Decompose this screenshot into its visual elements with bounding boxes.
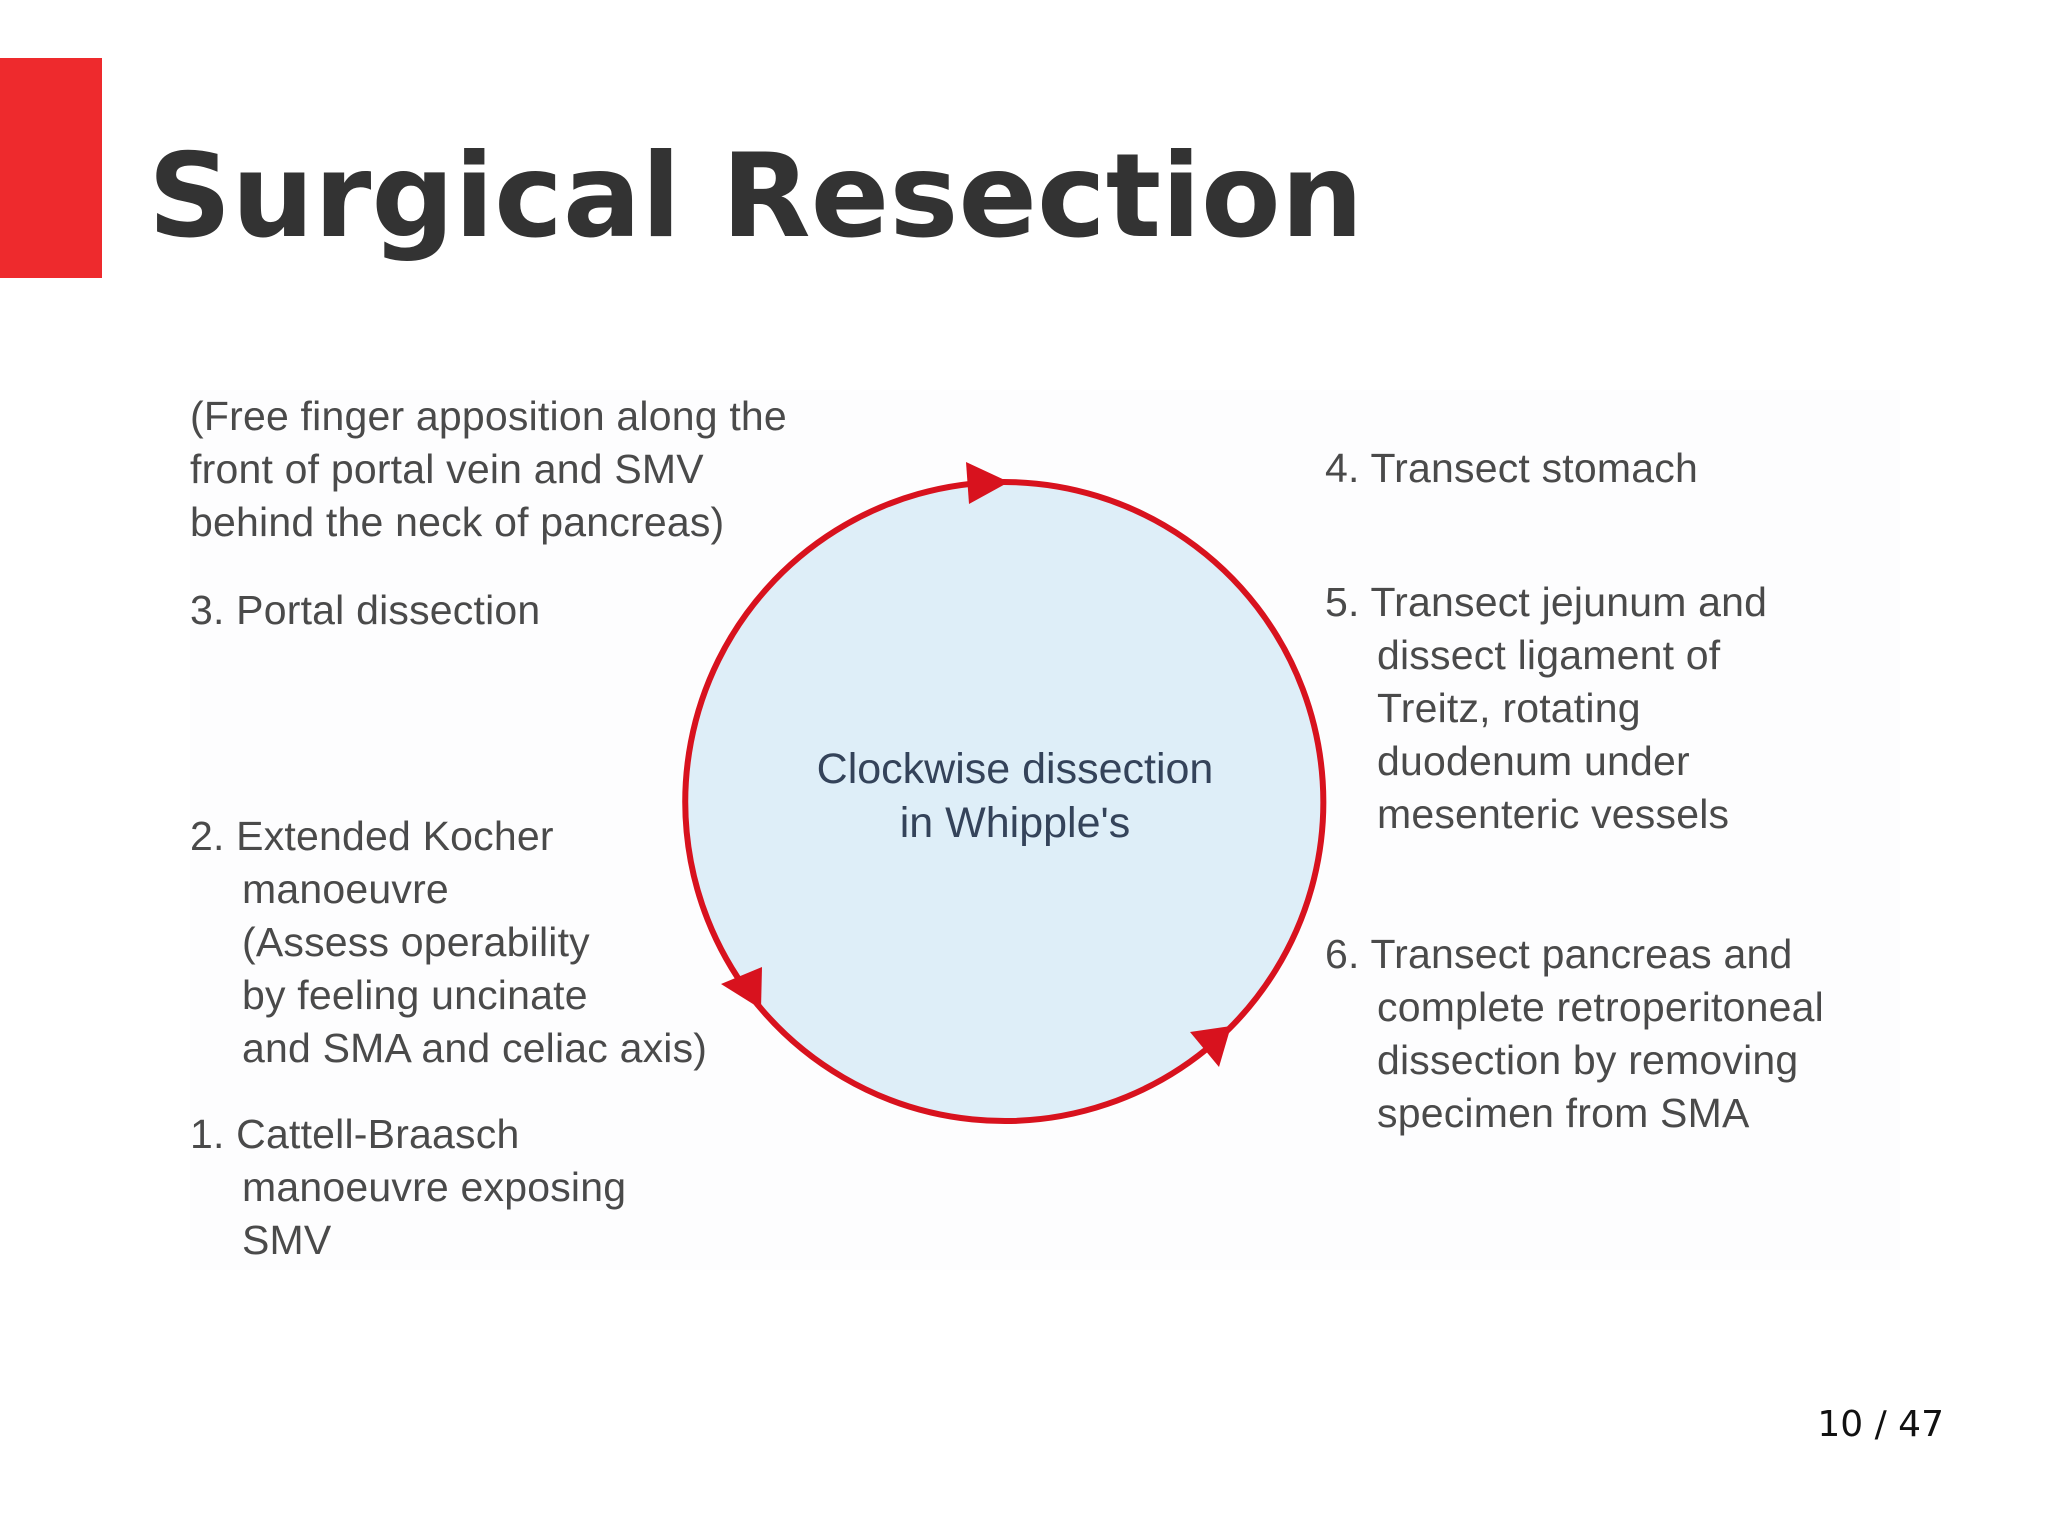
cycle-arrowhead-top [966,462,1009,504]
step-3-portal-dissection: 3. Portal dissection [190,587,541,633]
step-1-cattell-braasch: 1. Cattell-Braasch manoeuvre exposing SM… [190,1111,627,1263]
page-number: 10 / 47 [1817,1404,1944,1445]
title-accent-bar [0,58,102,278]
cycle-arc-top [1003,479,1327,1045]
step-5-transect-jejunum: 5. Transect jejunum and dissect ligament… [1325,579,1768,837]
cycle-arc-bottom [747,993,1217,1124]
slide-title: Surgical Resection [148,129,1364,264]
cycle-arc-left [682,479,1005,997]
cycle-arrowhead-right [1190,1026,1231,1067]
step-6-transect-pancreas: 6. Transect pancreas and complete retrop… [1325,931,1824,1136]
step-4-transect-stomach: 4. Transect stomach [1325,445,1698,491]
cycle-circle [683,482,1323,1122]
whipple-cycle-diagram: (Free finger apposition along the front … [190,390,1900,1270]
cycle-center-label: Clockwise dissection in Whipple's [816,745,1214,847]
cycle-arrowhead-left [721,967,762,1009]
cycle-graphic [682,462,1327,1124]
step-2-kocher: 2. Extended Kocher manoeuvre (Assess ope… [190,813,708,1071]
note-free-finger: (Free finger apposition along the front … [190,393,787,545]
